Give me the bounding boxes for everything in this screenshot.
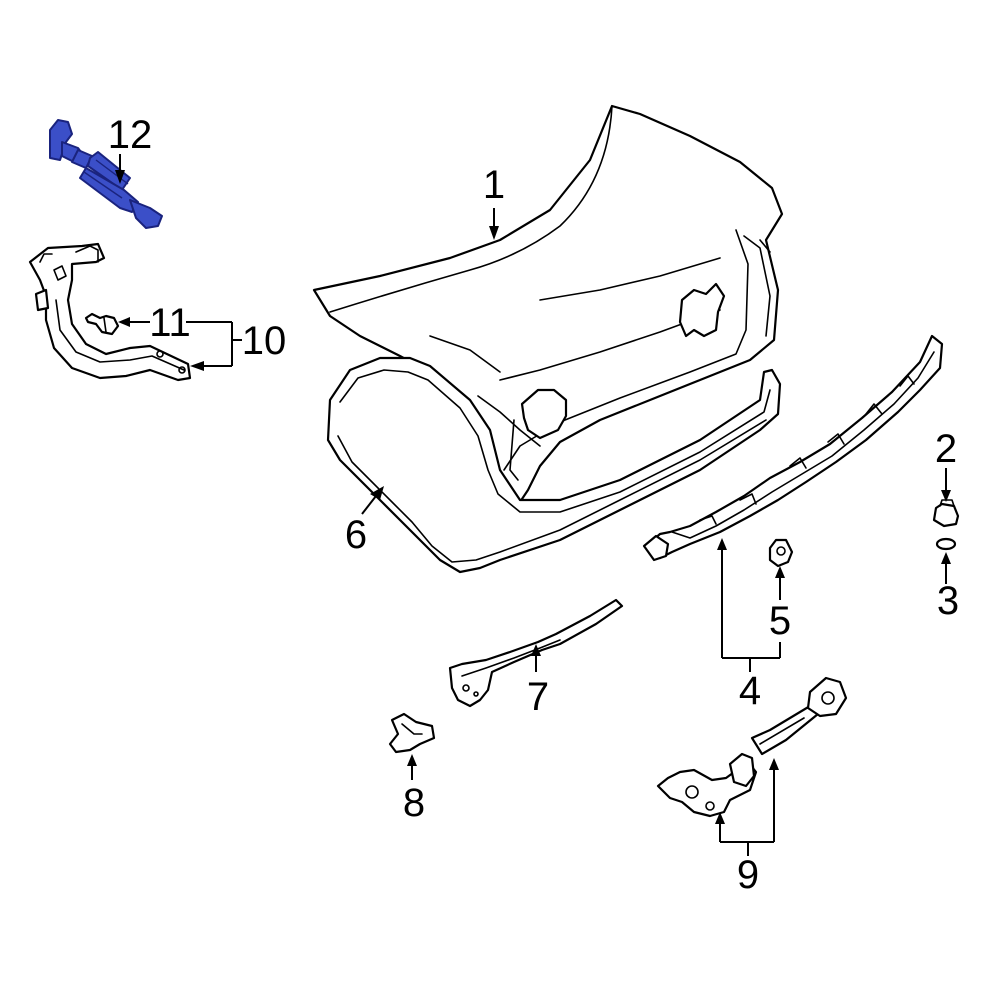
callout-1: 1 — [483, 163, 505, 207]
part-10-hinge[interactable] — [28, 242, 192, 382]
callout-8: 8 — [403, 781, 425, 825]
part-7-release-rod[interactable] — [448, 598, 624, 708]
callout-12: 12 — [108, 113, 153, 157]
part-1-trunk-lid[interactable] — [312, 104, 784, 504]
part-3-washer[interactable] — [935, 537, 957, 551]
callout-labels: 1 12 11 10 6 2 3 5 4 7 8 9 — [108, 113, 959, 897]
part-8-striker[interactable] — [388, 712, 436, 754]
callout-7: 7 — [527, 675, 549, 719]
callout-3: 3 — [937, 579, 959, 623]
part-9-lock-cylinder-key[interactable] — [656, 676, 848, 818]
part-2-bumper[interactable] — [932, 499, 960, 528]
callout-6: 6 — [345, 513, 367, 557]
callout-10: 10 — [242, 319, 287, 363]
callout-5: 5 — [769, 599, 791, 643]
callout-4: 4 — [739, 669, 761, 713]
leader-lines — [115, 154, 951, 856]
callout-11: 11 — [149, 301, 191, 345]
part-6-weatherstrip[interactable] — [326, 356, 782, 574]
callout-9: 9 — [737, 853, 759, 897]
part-12-lift-support[interactable] — [49, 119, 163, 229]
part-4-trim-molding[interactable] — [642, 334, 944, 562]
part-5-clip[interactable] — [768, 538, 794, 568]
callout-2: 2 — [935, 427, 957, 471]
part-11-bolt[interactable] — [84, 312, 120, 336]
